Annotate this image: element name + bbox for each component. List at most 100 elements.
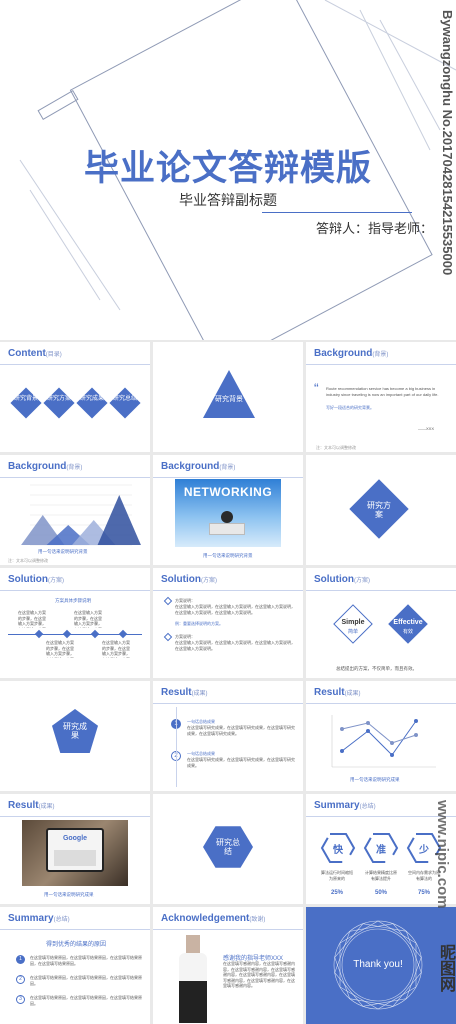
timeline-axis (8, 634, 142, 635)
slide-title: Solution(方案) (8, 574, 64, 585)
chart-caption: 用一句话来说明研究成果 (350, 777, 400, 782)
timeline-step-1: 在这里输入方案的步骤，在这里输入方案步骤，在这里输入方案步骤。 (18, 610, 46, 628)
solution-compare-slide: Solution(方案) Simple 简单 Effective 有效 总结提出… (306, 568, 456, 678)
summary-item-2: 在这里填写结果原因，在这里填写结果原因，在这里填写结果原因。 (30, 975, 142, 986)
cover-presenter: 答辩人：指导老师： (316, 221, 434, 236)
cover-divider (262, 212, 412, 213)
networking-image: NETWORKING (175, 479, 281, 547)
solution-item-text-1: 在这里输入方案说明，在这里输入方案说明，在这里输入方案说明，在这里输入方案说明，… (175, 604, 295, 615)
background-chart-slide: Background(背景) 用一句话来说明研究背景 注：文本可以调整修改 (0, 455, 150, 565)
summary-pct-2: 50% (374, 890, 387, 896)
person-photo (173, 933, 213, 1023)
cover-subtitle: 毕业答辩副标题 (179, 192, 277, 208)
content-item-1: 研究背景 (13, 396, 38, 402)
thankyou-slide: Thank you! www.nipic.com (306, 907, 456, 1024)
timeline-dot-3 (90, 629, 100, 639)
chart-area-peak-1 (21, 515, 65, 545)
slide-title: Solution(方案) (161, 574, 217, 585)
slide-footer: 注：文本可以调整修改 (8, 558, 48, 563)
content-diamond-1 (10, 387, 42, 419)
solution-item-text-2: 在这里输入方案说明，在这里输入方案说明，在这里输入方案说明，在这里输入方案说明。 (175, 640, 295, 651)
timeline-dot-2 (62, 629, 72, 639)
solution-list-slide: Solution(方案) 方案说明： 在这里输入方案说明，在这里输入方案说明，在… (153, 568, 303, 678)
summary-number-3: 3 (16, 995, 25, 1004)
result-text-2: 在这里填写研究成果，在这里填写研究成果，在这里填写研究成果。 (187, 757, 295, 768)
timeline-dot-4 (118, 629, 128, 639)
summary-hex-outlines (320, 833, 442, 863)
watermark-logo: 昵图网 (437, 944, 454, 992)
quote-cn: 写好一段适合的研究背景。 (326, 405, 374, 410)
content-diamond-3 (76, 387, 108, 419)
thankyou-label: Thank you! (353, 959, 403, 970)
screen-keyboard (54, 850, 96, 866)
slide-title: Background(背景) (314, 348, 389, 359)
result-vertical-rule (176, 707, 177, 787)
result-image-slide: Result(成果) Google 用一句话来说明研究成果 (0, 794, 150, 904)
compare-caption: 总结提出的方案，不仅简单，而且有效。 (336, 666, 417, 671)
effective-label-cn: 有效 (402, 629, 413, 635)
timeline-dot-1 (34, 629, 44, 639)
section-label: 研究方案 (367, 501, 391, 519)
timeline-heading: 方案具体步骤说明 (55, 598, 91, 603)
thankyou-ring-decoration (333, 920, 423, 1010)
content-item-3: 研究成果 (79, 396, 104, 402)
section-triangle (203, 370, 255, 418)
summary-pct-3: 75% (417, 890, 430, 896)
content-item-4: 研究总结 (112, 396, 137, 402)
slide-title: Background(背景) (8, 461, 83, 472)
acknowledgement-slide: Acknowledgement(致谢) 感谢我的指导老师XXX 在这里填写感谢内… (153, 907, 303, 1024)
simple-label: Simple (341, 619, 365, 626)
solution-item-note-1: 例：重要选择说明的方案。 (175, 621, 223, 626)
content-slide: Content(目录) 研究背景 研究方案 研究成果 研究总结 (0, 342, 150, 452)
slide-title: Acknowledgement(致谢) (161, 913, 266, 924)
timeline-step-4: 在这里输入方案的步骤，在这里输入方案步骤，在这里输入方案步骤。 (102, 640, 130, 658)
slide-title: Result(成果) (314, 687, 361, 698)
summary-char-1: 快 (333, 845, 343, 856)
solution-item-title-2: 方案说明： (175, 634, 195, 639)
section-hexagon (203, 826, 253, 868)
section-result-slide: 研究成果 (0, 681, 150, 791)
content-diamond-2 (43, 387, 75, 419)
image-caption: 用一句话来说明研究成果 (44, 892, 94, 897)
solution-item-title-1: 方案说明： (175, 598, 195, 603)
bullet-diamond-2 (163, 632, 173, 642)
section-label: 研究总结 (216, 838, 240, 856)
result-chart-slide: Result(成果) 用一句话来说明研究成果 (306, 681, 456, 791)
background-quote-slide: Background(背景) “ Route recommendation se… (306, 342, 456, 452)
cover-title: 毕业论文答辩模版 (83, 149, 372, 188)
summary-number-1: 1 (16, 955, 25, 964)
watermark-site-vertical: www.nipic.com (434, 800, 451, 909)
cover-slide: 毕业论文答辩模版 毕业答辩副标题 答辩人：指导老师： Bywangzonghu … (0, 0, 456, 340)
slide-title: Summary(总结) (8, 913, 70, 924)
summary-text-3: 空间内存需求为原有算法的 (408, 870, 440, 881)
chart-area-peak-4 (97, 495, 141, 545)
networking-banner: NETWORKING (183, 485, 273, 499)
tablet-photo: Google (22, 820, 128, 886)
effective-label: Effective (393, 619, 423, 626)
laptop-shape (209, 523, 245, 535)
slide-title: Solution(方案) (314, 574, 370, 585)
slide-title: Background(背景) (161, 461, 236, 472)
summary-hex-slide: Summary(总结) 快 准 少 算法运行时间缩短为原来的 计算结果精度比原有… (306, 794, 456, 904)
person-head (186, 935, 200, 953)
slide-title: Result(成果) (161, 687, 208, 698)
slide-title: Summary(总结) (314, 800, 376, 811)
summary-char-3: 少 (419, 845, 429, 856)
slide-title: Content(目录) (8, 348, 62, 359)
person-body (179, 953, 207, 1023)
section-label: 研究成果 (63, 722, 87, 740)
chart-caption: 用一句话来说明研究背景 (38, 549, 88, 554)
section-background-slide: 研究背景 (153, 342, 303, 452)
content-diamond-4 (109, 387, 141, 419)
summary-text-1: 算法运行时间缩短为原来的 (321, 870, 353, 881)
bullet-diamond-1 (163, 596, 173, 606)
content-item-2: 研究方案 (46, 396, 71, 402)
watermark-top-right: Bywangzonghu No.20170428154215535000 (440, 10, 455, 276)
presenter-figure (221, 511, 233, 523)
background-area-chart (21, 484, 141, 546)
summary-text-2: 计算结果精度比原有算法提升 (365, 870, 397, 881)
summary-item-3: 在这里填写结果原因，在这里填写结果原因，在这里填写结果原因。 (30, 995, 142, 1006)
summary-item-1: 在这里填写结果原因，在这里填写结果原因，在这里填写结果原因，在这里填写结果原因。 (30, 955, 142, 966)
simple-label-cn: 简单 (347, 629, 358, 635)
quote-author: ——XXX (418, 426, 435, 431)
